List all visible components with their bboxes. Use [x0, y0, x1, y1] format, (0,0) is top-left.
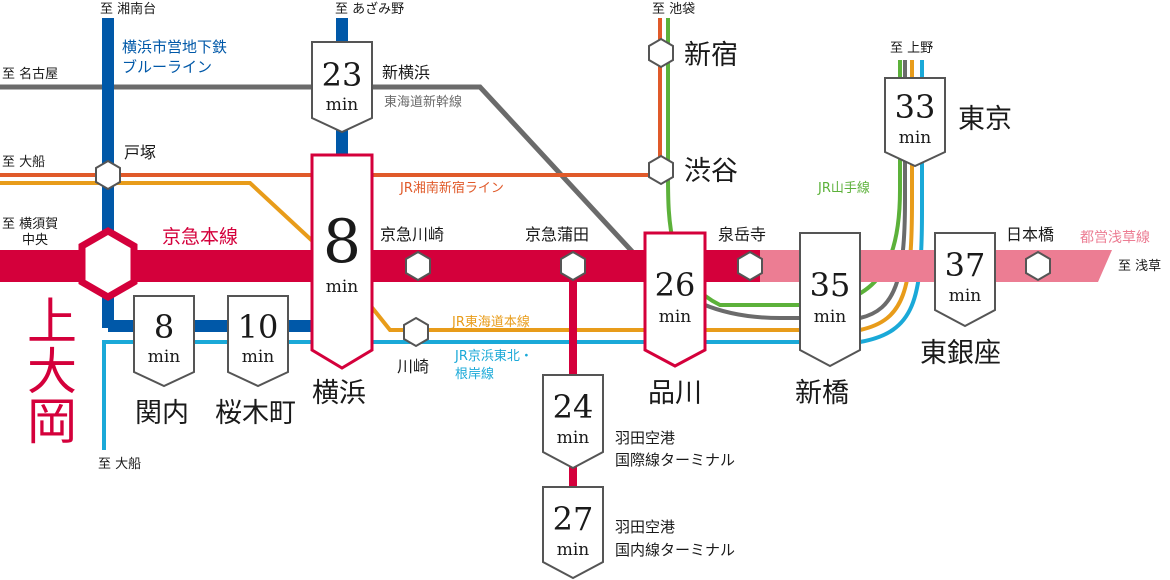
node-shinjuku	[648, 37, 674, 69]
badge-tokyo	[884, 77, 946, 168]
dest-ofuna-bottom: 至 大船	[98, 457, 141, 472]
dest-shonandai: 至 湘南台	[100, 1, 156, 17]
kamiooka-node	[78, 226, 138, 302]
station-yokohama: 横浜	[312, 378, 366, 409]
badge-shimbashi	[799, 232, 861, 368]
station-shinagawa: 品川	[648, 378, 702, 409]
label-asakusa: 都営浅草線	[1080, 230, 1150, 246]
station-keikyu-kamata: 京急蒲田	[525, 225, 589, 244]
unit-kannai: min	[148, 347, 181, 367]
dest-asakusa: 至 浅草	[1118, 259, 1161, 274]
unit-shin-yokohama: min	[326, 95, 359, 115]
station-totsuka: 戸塚	[124, 143, 156, 162]
dest-ofuna-top: 至 大船	[2, 155, 45, 170]
line-tokaido-main	[0, 181, 322, 250]
station-shibuya: 渋谷	[684, 156, 738, 187]
dest-ikebukuro: 至 池袋	[652, 2, 695, 17]
unit-haneda-t12: min	[557, 540, 590, 560]
line-keihin-tohoku-north	[859, 60, 924, 344]
dest-yokosuka-2: 中央	[22, 233, 48, 248]
node-sengakuji	[737, 250, 763, 282]
badge-haneda-t3	[542, 374, 604, 470]
line-tokaido-shinkansen	[0, 84, 642, 262]
time-shimbashi: 35	[810, 266, 851, 304]
unit-higashi-ginza: min	[949, 286, 982, 306]
station-haneda-t3-1: 羽田空港	[615, 429, 675, 447]
node-shibuya	[648, 154, 674, 186]
label-blue-line-1: 横浜市営地下鉄	[122, 38, 227, 56]
time-shinagawa: 26	[655, 266, 696, 304]
time-yokohama: 8	[323, 207, 361, 277]
node-nihonbashi	[1025, 250, 1051, 282]
dest-yokosuka: 至 横須賀	[2, 217, 58, 232]
badge-shin-yokohama	[311, 41, 373, 134]
unit-shimbashi: min	[814, 307, 847, 327]
label-keihin-tohoku-1: JR京浜東北・	[454, 348, 533, 364]
label-yamanote: JR山手線	[817, 180, 870, 196]
node-kawasaki	[403, 316, 429, 348]
time-sakuragicho: 10	[238, 308, 279, 346]
unit-tokyo: min	[899, 128, 932, 148]
badge-sakuragicho	[227, 295, 289, 388]
label-keikyu: 京急本線	[162, 226, 238, 248]
node-keikyu-kawasaki	[405, 250, 431, 282]
station-haneda-t12-1: 羽田空港	[615, 518, 675, 536]
station-haneda-t3-2: 国際線ターミナル	[615, 451, 735, 469]
time-tokyo: 33	[895, 88, 936, 126]
label-shinkansen: 東海道新幹線	[384, 94, 462, 110]
station-nihonbashi: 日本橋	[1006, 225, 1054, 244]
station-kannai: 関内	[135, 398, 189, 429]
node-totsuka	[95, 159, 121, 191]
label-tokaido-main: JR東海道本線	[451, 314, 530, 330]
station-sengakuji: 泉岳寺	[718, 225, 766, 244]
station-haneda-t12-2: 国内線ターミナル	[615, 541, 735, 559]
label-blue-line-2: ブルーライン	[122, 58, 212, 76]
station-sakuragicho: 桜木町	[215, 398, 296, 429]
dest-azamino: 至 あざみ野	[335, 1, 404, 17]
time-higashi-ginza: 37	[945, 246, 986, 284]
station-kawasaki: 川崎	[397, 357, 429, 376]
station-keikyu-kawasaki: 京急川崎	[380, 225, 444, 244]
station-tokyo: 東京	[958, 104, 1012, 135]
dest-ueno: 至 上野	[890, 41, 933, 56]
badge-higashi-ginza	[934, 232, 996, 328]
unit-yokohama: min	[326, 277, 359, 297]
time-shin-yokohama: 23	[322, 56, 363, 94]
line-keihin-tohoku	[102, 340, 860, 450]
label-keihin-tohoku-2: 根岸線	[455, 366, 494, 382]
station-higashi-ginza: 東銀座	[920, 338, 1001, 369]
badge-yokohama	[310, 153, 374, 370]
dest-nagoya: 至 名古屋	[2, 66, 58, 82]
time-haneda-t3: 24	[553, 388, 594, 426]
label-shonan-shinjuku: JR湘南新宿ライン	[399, 180, 504, 196]
unit-sakuragicho: min	[242, 347, 275, 367]
station-shin-yokohama: 新横浜	[382, 63, 430, 82]
time-haneda-t12: 27	[553, 500, 594, 538]
unit-shinagawa: min	[659, 307, 692, 327]
line-tokaido-main-north	[859, 60, 914, 332]
origin-kamiooka: 上大岡	[19, 295, 77, 445]
station-shinjuku: 新宿	[684, 40, 738, 71]
badge-shinagawa	[643, 231, 707, 368]
station-shimbashi: 新橋	[795, 378, 849, 409]
badge-haneda-t12	[542, 486, 604, 580]
time-kannai: 8	[154, 308, 174, 346]
unit-haneda-t3: min	[557, 428, 590, 448]
node-keikyu-kamata	[560, 250, 586, 282]
badge-kannai	[133, 295, 195, 388]
